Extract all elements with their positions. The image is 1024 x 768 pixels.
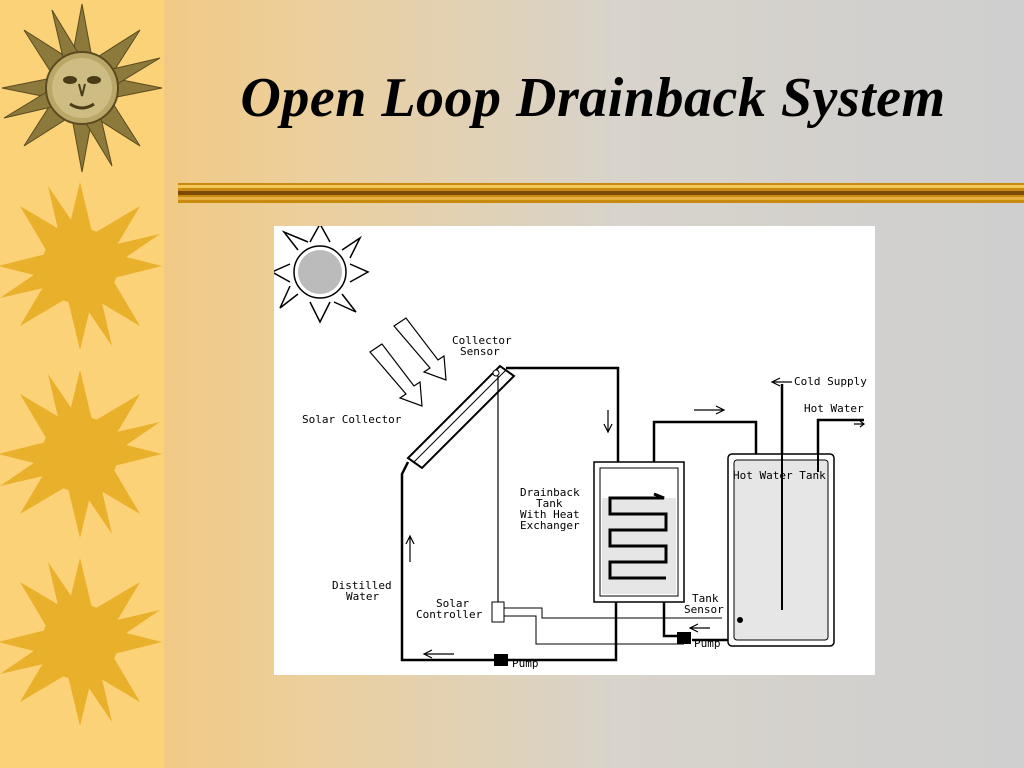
pump-icon [494, 632, 691, 666]
hot-water-tank [727, 386, 835, 647]
sunlight-arrow-icon [369, 317, 447, 407]
left-decor-strip [0, 0, 164, 768]
sun-icon [274, 226, 370, 324]
sun-decor-icon [0, 182, 162, 350]
solar-collector-panel [406, 364, 516, 470]
slide-title: Open Loop Drainback System [240, 67, 946, 129]
collector-sensor-label: Collector [452, 334, 512, 347]
hot-water-tank-label: Hot Water Tank [733, 469, 826, 482]
tank-sensor-label: Sensor [684, 603, 724, 616]
cold-supply-label: Cold Supply [794, 375, 867, 388]
distilled-water-label: Distilled [332, 579, 392, 592]
drainback-tank [593, 461, 685, 603]
sun-face-icon [1, 3, 163, 173]
flow-arrow-icon [405, 377, 865, 659]
drainback-diagram: Collector Sensor Solar Collector Cold Su… [274, 226, 875, 675]
solar-controller-label: Solar [436, 597, 469, 610]
sun-decor-icon [0, 558, 162, 726]
sun-decor-icon [0, 370, 162, 538]
hot-water-label: Hot Water [804, 402, 864, 415]
title-divider [178, 183, 1024, 203]
drainback-tank-label: Exchanger [520, 519, 580, 532]
drainback-tank-label: Drainback [520, 486, 580, 499]
distilled-water-label: Water [346, 590, 379, 603]
drainback-tank-label: With Heat [520, 508, 580, 521]
solar-collector-label: Solar Collector [302, 413, 402, 426]
solar-controller-box [491, 601, 505, 623]
tank-sensor-label: Tank [692, 592, 719, 605]
pump-label: Pump [512, 657, 539, 670]
drainback-tank-label: Tank [536, 497, 563, 510]
solar-controller-label: Controller [416, 608, 483, 621]
collector-sensor-label: Sensor [460, 345, 500, 358]
pump-label: Pump [694, 637, 721, 650]
